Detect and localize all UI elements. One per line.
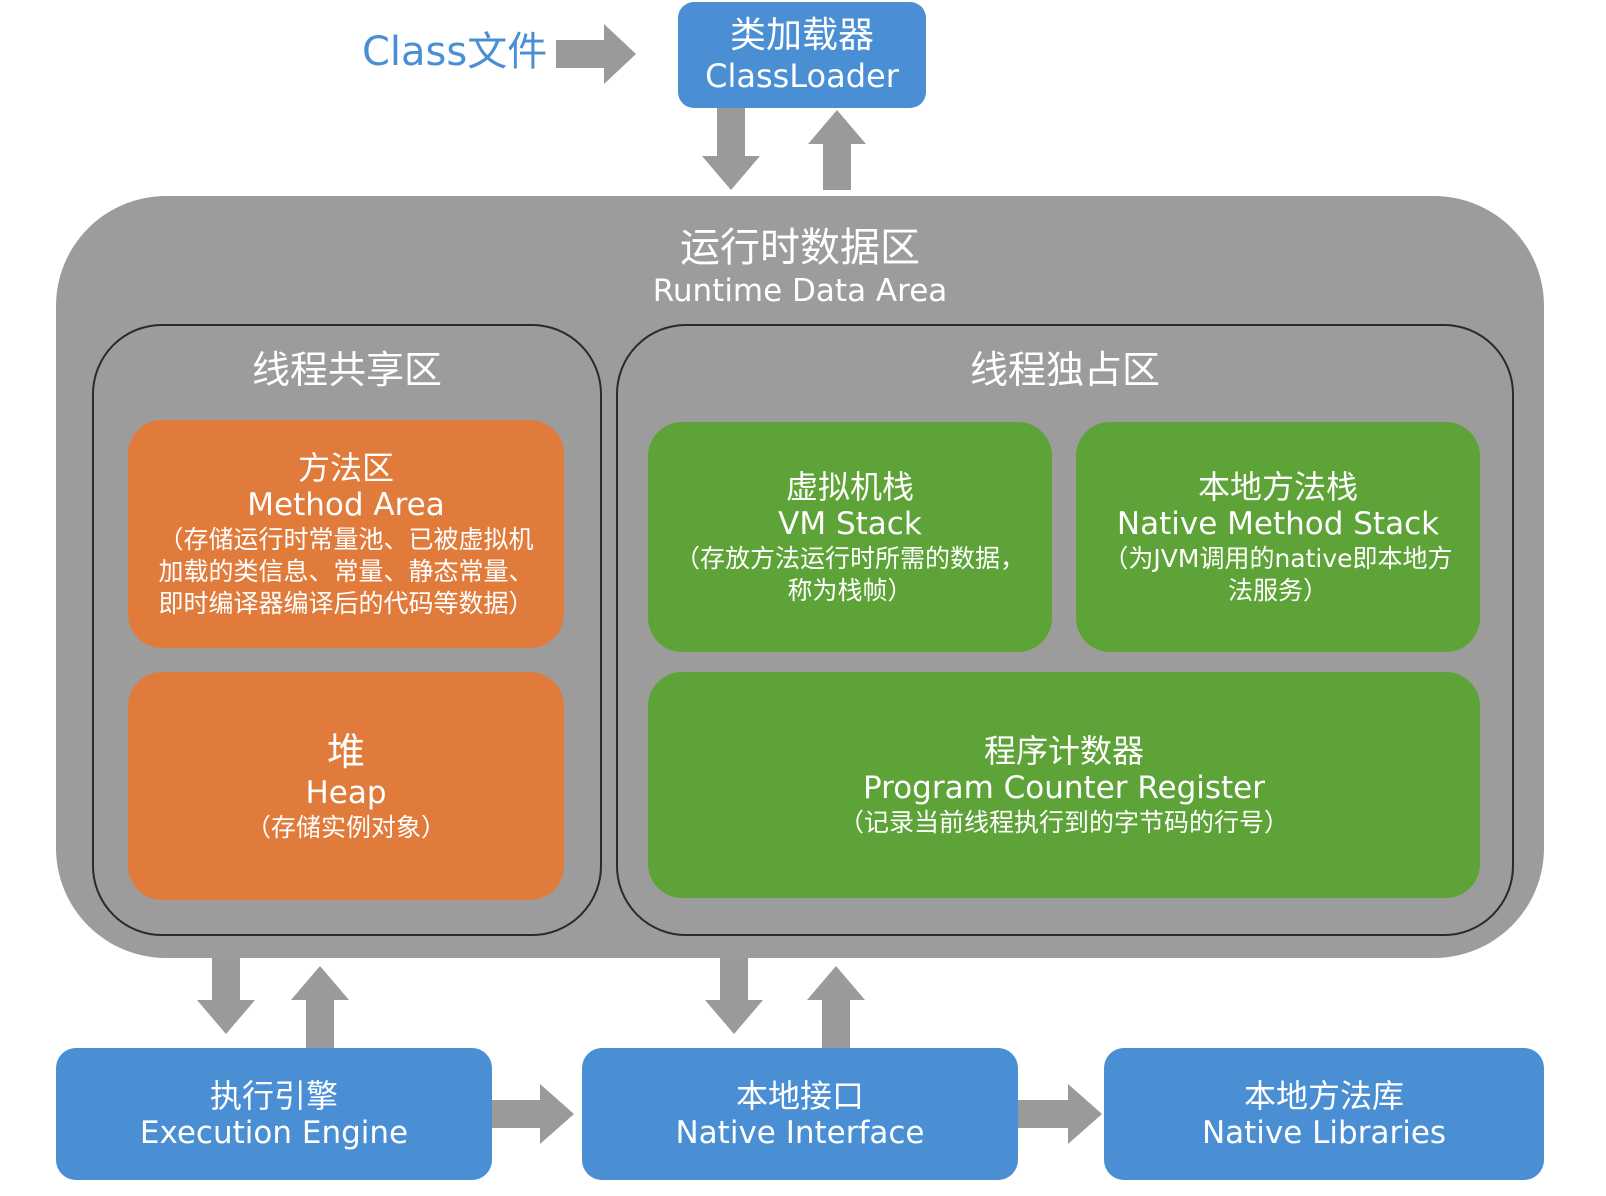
heap-desc: （存储实例对象）	[245, 812, 446, 842]
native-interface-cn: 本地接口	[735, 1076, 864, 1115]
native-libraries-en: Native Libraries	[1201, 1114, 1447, 1151]
pc-register-en: Program Counter Register	[862, 769, 1266, 806]
arrow-classfile-to-loader	[556, 24, 636, 84]
thread-shared-region: 线程共享区	[92, 324, 602, 936]
method-area-en: Method Area	[247, 486, 445, 523]
execution-engine-cn: 执行引擎	[209, 1076, 338, 1115]
arrow-exec-to-native	[492, 1084, 574, 1144]
native-method-stack-box: 本地方法栈 Native Method Stack （为JVM调用的native…	[1076, 422, 1480, 652]
thread-private-title: 线程独占区	[969, 348, 1160, 392]
method-area-cn: 方法区	[297, 448, 394, 487]
thread-private-region: 线程独占区	[616, 324, 1514, 936]
class-loader-box: 类加载器 ClassLoader	[678, 2, 926, 108]
class-loader-cn: 类加载器	[729, 15, 874, 56]
arrow-native-to-libs	[1018, 1084, 1102, 1144]
method-area-desc: （存储运行时常量池、已被虚拟机加载的类信息、常量、静态常量、即时编译器编译后的代…	[158, 524, 534, 618]
class-file-label: Class文件	[362, 29, 548, 75]
heap-en: Heap	[305, 774, 387, 811]
runtime-title: 运行时数据区 Runtime Data Area	[56, 224, 1544, 310]
native-method-stack-cn: 本地方法栈	[1197, 467, 1358, 506]
heap-cn: 堆	[326, 729, 365, 774]
runtime-title-cn: 运行时数据区	[680, 225, 920, 271]
arrow-native-up	[807, 966, 865, 1048]
vm-stack-cn: 虚拟机栈	[785, 467, 914, 506]
thread-shared-title: 线程共享区	[251, 348, 442, 392]
arrow-loader-up	[808, 110, 866, 190]
vm-stack-box: 虚拟机栈 VM Stack （存放方法运行时所需的数据，称为栈帧）	[648, 422, 1052, 652]
native-interface-box: 本地接口 Native Interface	[582, 1048, 1018, 1180]
vm-stack-desc: （存放方法运行时所需的数据，称为栈帧）	[674, 543, 1025, 605]
vm-stack-en: VM Stack	[778, 505, 922, 542]
native-method-stack-desc: （为JVM调用的native即本地方法服务）	[1103, 543, 1453, 605]
native-libraries-cn: 本地方法库	[1243, 1076, 1404, 1115]
runtime-title-en: Runtime Data Area	[652, 273, 948, 309]
method-area-box: 方法区 Method Area （存储运行时常量池、已被虚拟机加载的类信息、常量…	[128, 420, 564, 648]
native-interface-en: Native Interface	[675, 1114, 925, 1151]
pc-register-desc: （记录当前线程执行到的字节码的行号）	[838, 807, 1289, 837]
heap-box: 堆 Heap （存储实例对象）	[128, 672, 564, 900]
arrow-exec-down	[197, 950, 255, 1034]
pc-register-box: 程序计数器 Program Counter Register （记录当前线程执行…	[648, 672, 1480, 898]
execution-engine-en: Execution Engine	[139, 1114, 409, 1151]
execution-engine-box: 执行引擎 Execution Engine	[56, 1048, 492, 1180]
class-loader-en: ClassLoader	[705, 57, 899, 95]
arrow-exec-up	[291, 966, 349, 1048]
arrow-native-down	[705, 950, 763, 1034]
native-method-stack-en: Native Method Stack	[1116, 505, 1440, 542]
arrow-loader-down	[702, 108, 760, 190]
native-libraries-box: 本地方法库 Native Libraries	[1104, 1048, 1544, 1180]
pc-register-cn: 程序计数器	[983, 731, 1144, 770]
